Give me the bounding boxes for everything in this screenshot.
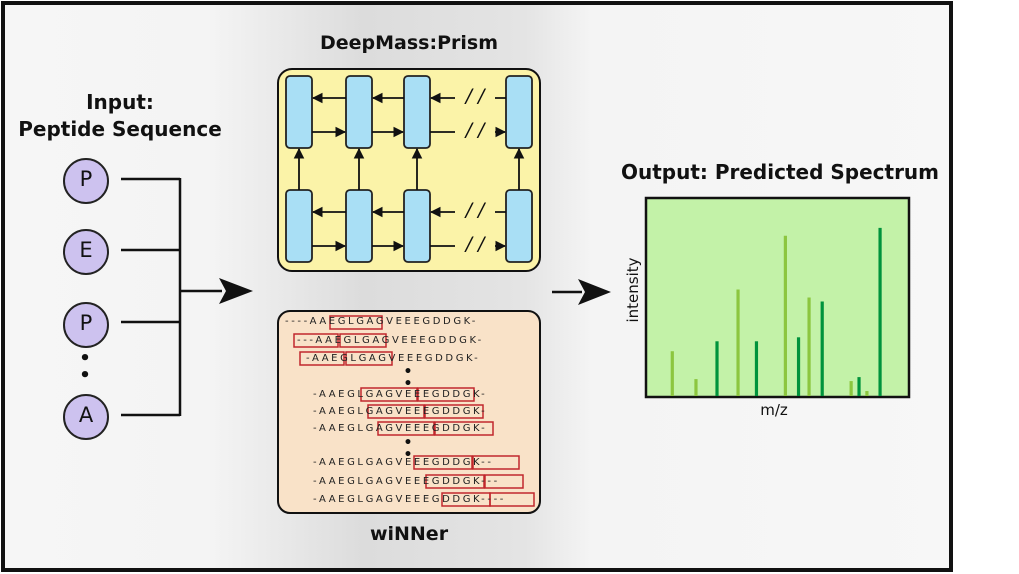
prism-cell-0-2 (403, 75, 431, 149)
prism-break-mark-1-1: / / (455, 233, 495, 255)
winner-highlight-box-4 (345, 351, 393, 366)
winner-highlight-box-6 (417, 387, 475, 402)
winner-highlight-box-11 (413, 455, 473, 470)
residue-label-3: P (79, 311, 93, 335)
prism-title: DeepMass:Prism (319, 32, 498, 54)
winner-seq-2: ---AAEGLGAGVEEEGDDGK- (297, 335, 484, 346)
input-title-line2: Peptide Sequence (18, 117, 222, 141)
winner-seq-1: ----AAEGLGAGVEEEGDDGK- (285, 316, 478, 327)
winner-seq-4: -AAEGLGAGVEEEGDDGK- (313, 389, 488, 400)
spectrum-ylabel: intensity (624, 257, 642, 323)
input-ellipsis: • • (79, 348, 91, 386)
winner-highlight-box-2 (339, 333, 387, 348)
winner-highlight-box-1 (293, 333, 339, 348)
input-to-models-arrow (219, 278, 253, 304)
residue-circle-4 (63, 394, 109, 440)
winner-highlight-box-12 (472, 455, 520, 470)
prism-break-mark-1-0: / / (455, 199, 495, 221)
residue-circles (63, 158, 109, 440)
winner-seq-9: -AAEGLGAGVEEEGDDGK---- (313, 494, 506, 505)
prism-cell-0-3 (505, 75, 533, 149)
prism-break-mark-0-0: / / (455, 85, 495, 107)
winner-highlights (293, 315, 535, 507)
winner-highlight-box-10 (434, 421, 494, 436)
winner-highlight-box-3 (299, 351, 345, 366)
residue-label-4: A (78, 403, 94, 427)
winner-highlight-box-7 (367, 404, 425, 419)
winner-seq-6: -AAEGLGAGVEEEGDDGK- (313, 423, 488, 434)
winner-seq-3: -AAEGLGAGVEEEGDDGK- (306, 353, 481, 364)
prism-cell-1-1 (345, 189, 373, 263)
winner-highlight-box-14 (484, 474, 524, 489)
input-tree (121, 177, 222, 417)
winner-highlight-box-0 (329, 315, 383, 330)
winner-ellipsis-2: • • (403, 435, 413, 463)
winner-highlight-box-13 (425, 474, 485, 489)
winner-ellipsis-1: • • (403, 364, 413, 392)
prism-break-mark-0-1: / / (455, 119, 495, 141)
prism-cell-1-0 (285, 189, 313, 263)
spectrum-xlabel: m/z (760, 401, 788, 419)
winner-seq-5: -AAEGLGAGVEEEGDDGK- (313, 406, 488, 417)
prism-cell-1-2 (403, 189, 431, 263)
winner-highlight-box-16 (489, 492, 535, 507)
prism-cell-0-1 (345, 75, 373, 149)
residue-label-1: P (79, 167, 93, 191)
input-title-line1: Input: (86, 90, 154, 114)
winner-highlight-box-5 (360, 387, 418, 402)
residue-circle-2 (63, 229, 109, 275)
residue-circle-1 (63, 158, 109, 204)
winner-seq-8: -AAEGLGAGVEEEGDDGK--- (313, 476, 500, 487)
spectrum-plot-area (644, 196, 911, 399)
winner-title: wiNNer (369, 523, 449, 545)
prism-cell-1-3 (505, 189, 533, 263)
prism-cell-0-0 (285, 75, 313, 149)
output-title: Output: Predicted Spectrum (620, 160, 940, 184)
residue-label-2: E (79, 238, 93, 262)
winner-seq-7: -AAEGLGAGVEEEGDDGK-- (313, 457, 494, 468)
residue-circle-3 (63, 302, 109, 348)
winner-highlight-box-9 (377, 421, 435, 436)
spectrum-bars (670, 227, 882, 396)
winner-highlight-box-8 (424, 404, 484, 419)
models-to-output-arrow (578, 279, 611, 305)
